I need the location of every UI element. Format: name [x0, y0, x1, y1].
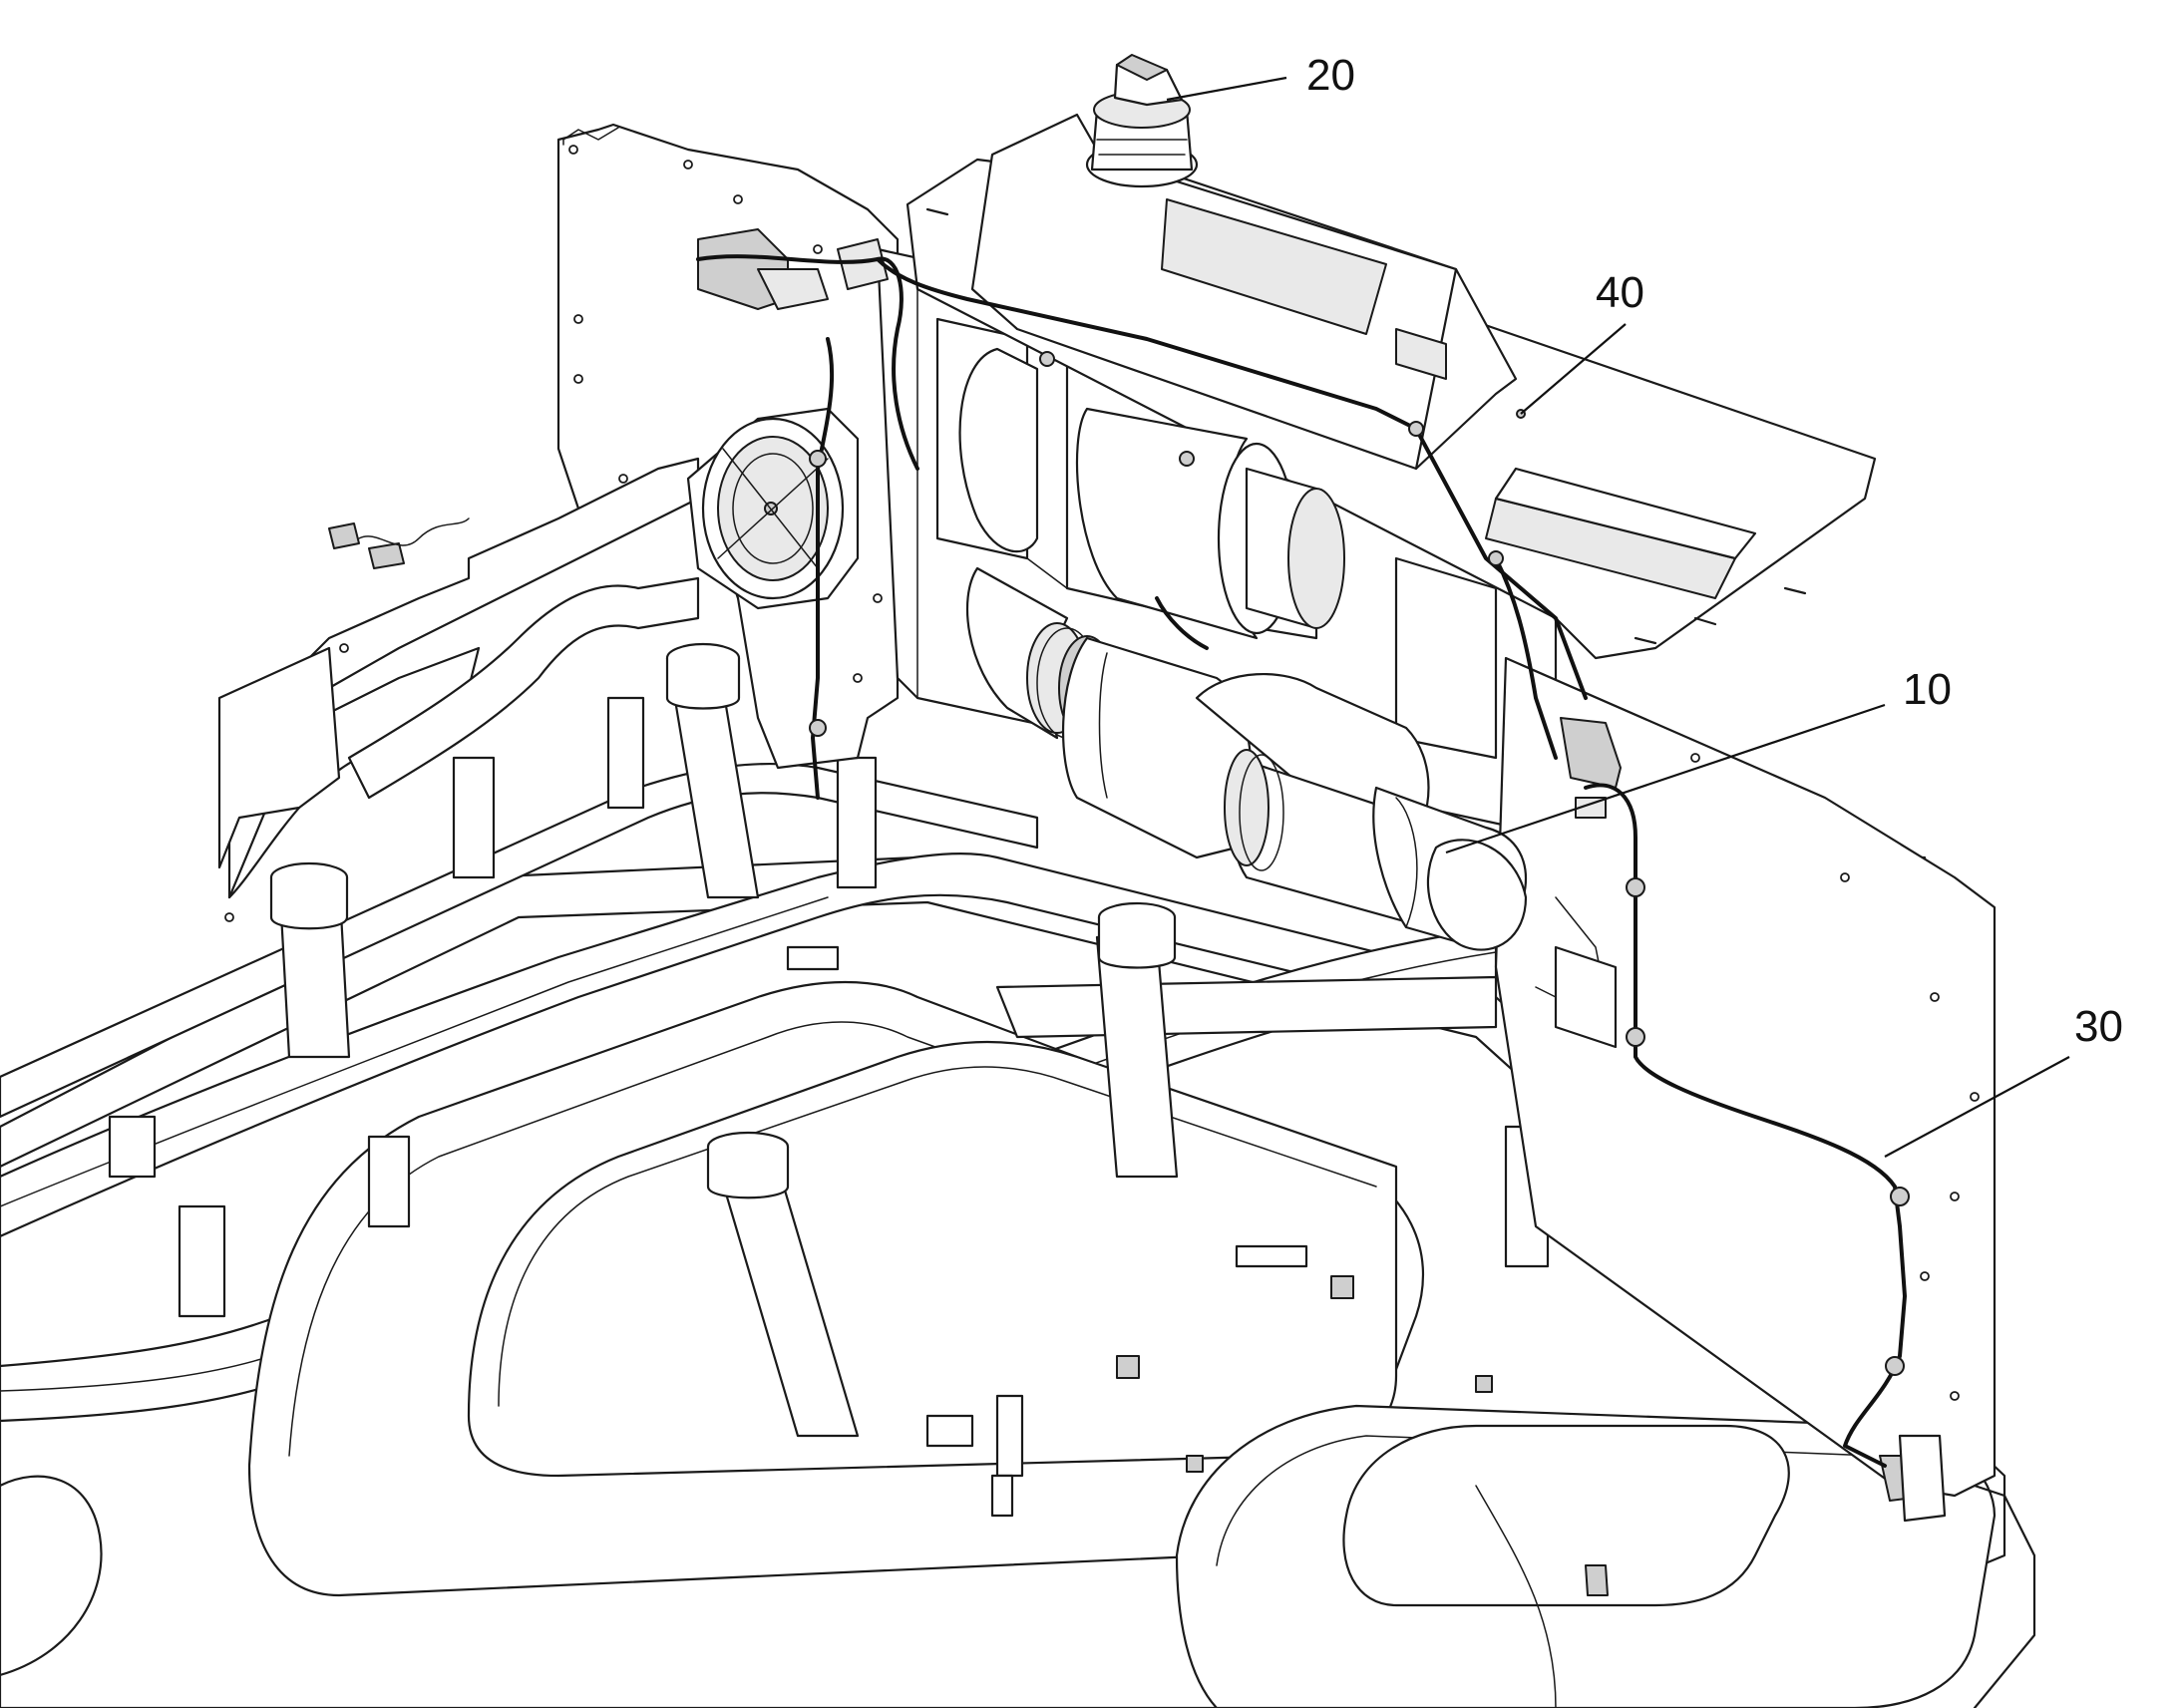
intake-hose [965, 566, 1528, 951]
callout-40: 40 [1596, 268, 1644, 317]
leader-30 [1884, 1056, 2070, 1158]
post-lower [706, 1131, 860, 1438]
wire-harness [358, 254, 1910, 1468]
callout-10: 10 [1903, 665, 1952, 714]
filler-cap [1085, 54, 1199, 188]
post-left-1 [269, 861, 351, 1059]
leader-40 [1520, 323, 1627, 415]
post-left-2 [665, 642, 760, 899]
callout-labels: 20 40 10 30 [1306, 51, 2123, 1051]
leader-20 [1166, 76, 1287, 102]
leader-lines [1166, 76, 2070, 1158]
posts [108, 642, 1927, 1518]
callout-30: 30 [2074, 1002, 2123, 1051]
cylinders [958, 347, 1345, 640]
plenum-housing [906, 113, 1877, 660]
callout-20: 20 [1306, 51, 1355, 100]
leader-10 [1445, 703, 1886, 854]
post-center [1095, 901, 1179, 1179]
electrical-modules [328, 228, 1947, 1596]
